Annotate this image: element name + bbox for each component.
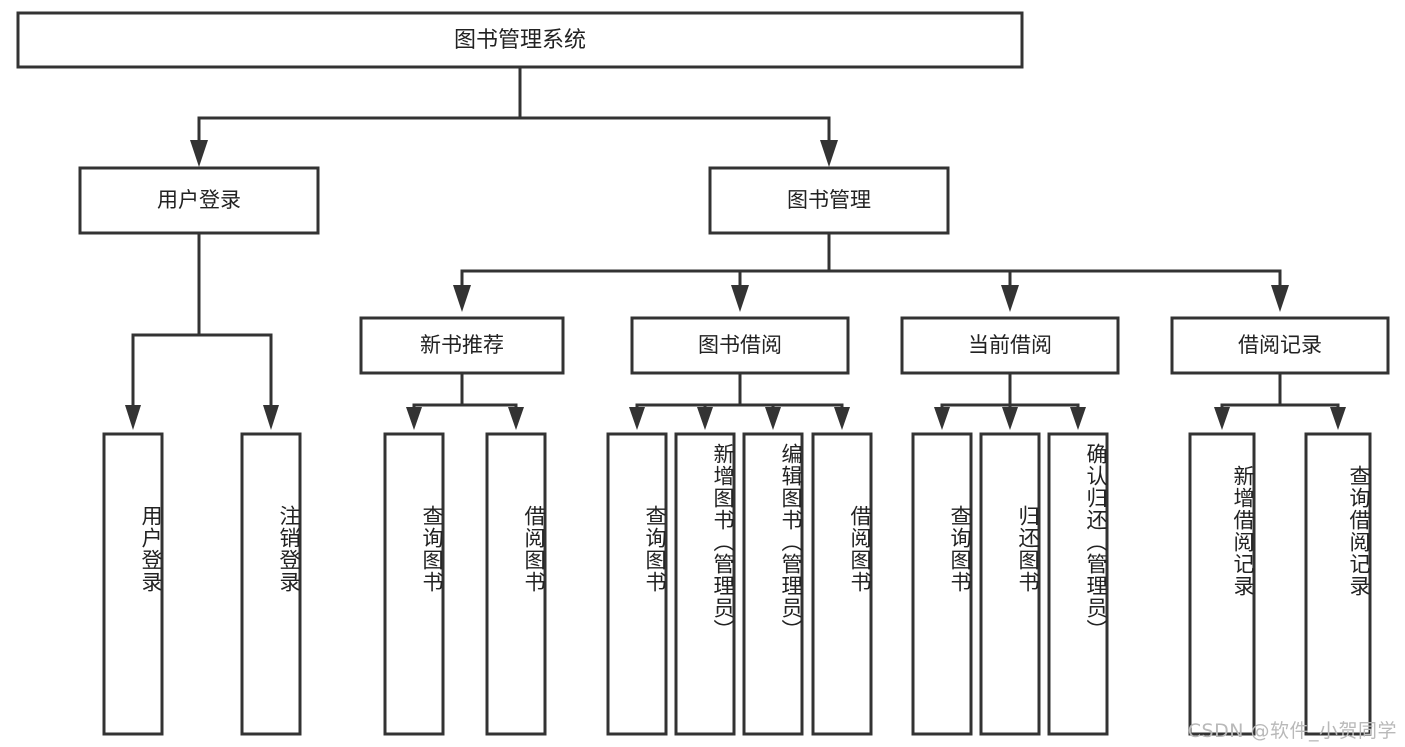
csdn-watermark: CSDN @软件_小贺同学 [1187, 720, 1397, 742]
leaf-box-current-borrow-2[interactable] [979, 432, 1041, 736]
leaf-box-new-book-1[interactable] [383, 432, 445, 736]
leaf-box-book-borrow-3[interactable] [742, 432, 804, 736]
node-book-borrow[interactable]: 图书借阅 [630, 316, 850, 375]
node-current-borrow-label: 当前借阅 [968, 333, 1052, 357]
leaf-box-borrow-record-2[interactable] [1304, 432, 1372, 736]
connector-root-to-level2 [190, 65, 838, 167]
node-new-book-recommend-label: 新书推荐 [420, 333, 504, 357]
leaf-box-current-borrow-3[interactable] [1047, 432, 1109, 736]
node-current-borrow[interactable]: 当前借阅 [900, 316, 1120, 375]
leaf-box-book-borrow-2[interactable] [674, 432, 736, 736]
connector-user-login-to-leaves [125, 231, 279, 430]
leaf-box-book-borrow-4[interactable] [811, 432, 873, 736]
node-root-system-label: 图书管理系统 [454, 28, 586, 53]
node-new-book-recommend[interactable]: 新书推荐 [359, 316, 565, 375]
leaf-box-borrow-record-1[interactable] [1188, 432, 1256, 736]
leaf-box-user-login-2[interactable] [240, 432, 302, 736]
connector-current-borrow-to-leaves [934, 371, 1086, 430]
node-user-login[interactable]: 用户登录 [78, 166, 320, 235]
node-book-manage[interactable]: 图书管理 [708, 166, 950, 235]
connector-new-book-to-leaves [406, 371, 524, 430]
node-book-manage-label: 图书管理 [787, 188, 871, 212]
leaf-box-current-borrow-1[interactable] [911, 432, 973, 736]
leaf-box-user-login-1[interactable] [102, 432, 164, 736]
node-borrow-record-label: 借阅记录 [1238, 333, 1322, 357]
connector-book-manage-to-level3 [453, 231, 1289, 312]
connector-book-borrow-to-leaves [629, 371, 850, 430]
node-user-login-label: 用户登录 [157, 188, 241, 212]
node-book-borrow-label: 图书借阅 [698, 333, 782, 357]
node-root-system[interactable]: 图书管理系统 [16, 11, 1024, 69]
connector-borrow-record-to-leaves [1214, 371, 1346, 430]
leaf-box-new-book-2[interactable] [485, 432, 547, 736]
leaf-box-book-borrow-1[interactable] [606, 432, 668, 736]
node-borrow-record[interactable]: 借阅记录 [1170, 316, 1390, 375]
